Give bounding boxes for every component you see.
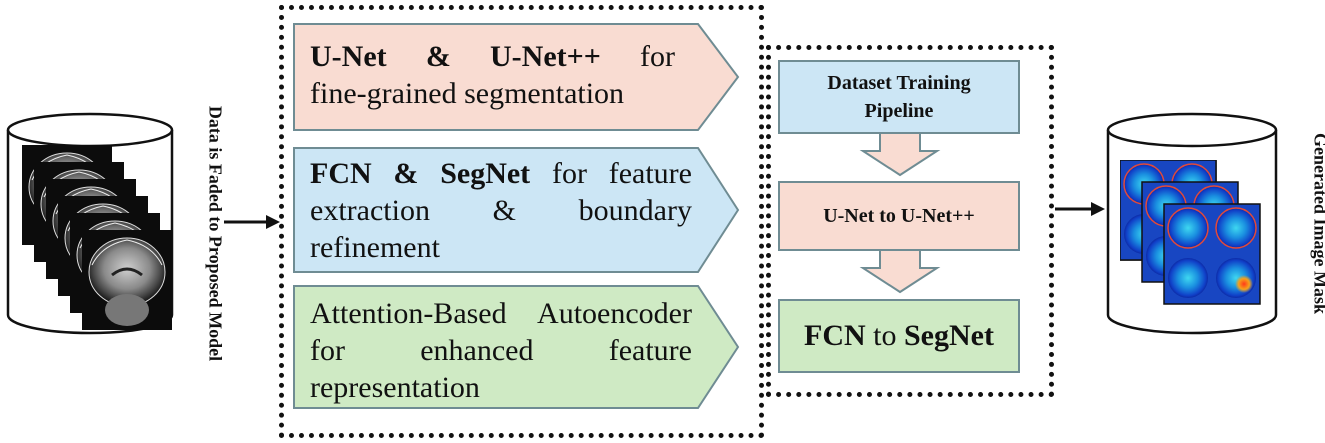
pipeline-panel [766,45,1054,397]
pipeline-step1-label: Dataset Training Pipeline [827,72,971,122]
input-arrow [224,215,280,229]
model-arrow-autoencoder [293,285,740,409]
input-side-label: Data is Faded to Proposed Model [205,105,226,362]
pipeline-fcn: FCN [804,319,866,352]
model-autoencoder-text: Attention-Based Autoencoder for enhanced… [310,297,692,404]
mask-image-stack [1120,160,1261,305]
model-arrow-fcn [293,147,740,273]
pipeline-step1-box [778,60,1020,134]
pipeline-down-arrow-1 [859,132,941,177]
model-arrow-unet [293,23,740,131]
model-fcn-desc: extraction & boundary [310,194,692,227]
output-side-label: Generated Image Mask [1310,133,1325,314]
output-arrow [1055,202,1105,216]
pipeline-step2-box [778,181,1020,251]
pipeline-segnet: SegNet [904,319,994,352]
model-unet-text: U-Net & U-Net++ for fine-grained segment… [310,40,675,110]
model-fcn-text: FCN & SegNet for feature extraction & bo… [310,157,692,264]
model-fcn-name: FCN [310,157,372,190]
model-arrow-shapes [293,23,740,409]
pipeline-step2-label: U-Net to U-Net++ [823,204,975,227]
pipeline-down-arrow-2 [859,249,941,294]
model-unetpp-name: U-Net++ [490,40,601,73]
mri-image-stack [22,145,172,330]
pipeline-shapes [778,60,1020,373]
model-unet-name: U-Net [310,40,387,73]
model-segnet-name: SegNet [440,157,531,190]
pipeline-step3-box [778,299,1020,373]
models-panel [279,5,764,438]
pipeline-step3-label: FCN to SegNet [804,319,994,352]
model-autoencoder-name: Attention-Based Autoencoder [310,297,692,330]
model-unet-desc: fine-grained segmentation [310,77,625,110]
